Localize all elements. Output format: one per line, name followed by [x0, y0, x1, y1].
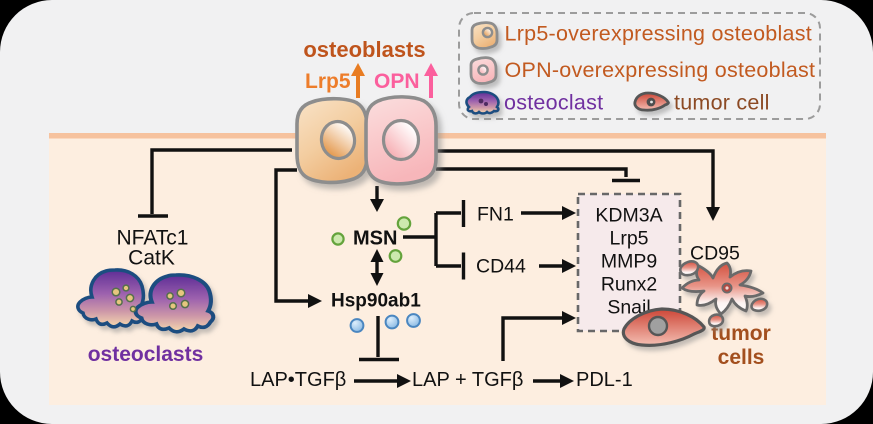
svg-text:osteoclast: osteoclast — [504, 91, 603, 115]
svg-text:osteoclasts: osteoclasts — [88, 343, 204, 366]
svg-text:OPN-overexpressing osteoblast: OPN-overexpressing osteoblast — [505, 58, 816, 82]
svg-text:osteoblasts: osteoblasts — [303, 37, 425, 62]
svg-text:LAP + TGFβ: LAP + TGFβ — [412, 369, 523, 391]
svg-text:OPN: OPN — [374, 70, 420, 93]
svg-text:Hsp90ab1: Hsp90ab1 — [331, 291, 421, 312]
svg-text:FN1: FN1 — [477, 204, 514, 226]
svg-text:Runx2: Runx2 — [601, 274, 657, 296]
svg-text:LAP•TGFβ: LAP•TGFβ — [250, 369, 346, 391]
svg-text:tumor: tumor — [711, 322, 771, 345]
svg-text:cells: cells — [718, 346, 765, 369]
svg-text:CD95: CD95 — [690, 243, 740, 265]
svg-text:Lrp5: Lrp5 — [609, 228, 648, 250]
svg-text:NFATc1: NFATc1 — [117, 227, 189, 250]
svg-text:Lrp5-overexpressing osteoblast: Lrp5-overexpressing osteoblast — [505, 22, 812, 46]
svg-text:CatK: CatK — [128, 247, 175, 270]
svg-text:CD44: CD44 — [476, 256, 526, 278]
svg-text:PDL-1: PDL-1 — [576, 369, 633, 391]
svg-text:MMP9: MMP9 — [601, 251, 657, 273]
svg-text:Snail: Snail — [607, 297, 650, 319]
svg-text:tumor cell: tumor cell — [674, 91, 770, 115]
svg-text:KDM3A: KDM3A — [595, 205, 662, 227]
svg-text:Lrp5: Lrp5 — [305, 70, 351, 93]
svg-text:MSN: MSN — [353, 228, 397, 250]
